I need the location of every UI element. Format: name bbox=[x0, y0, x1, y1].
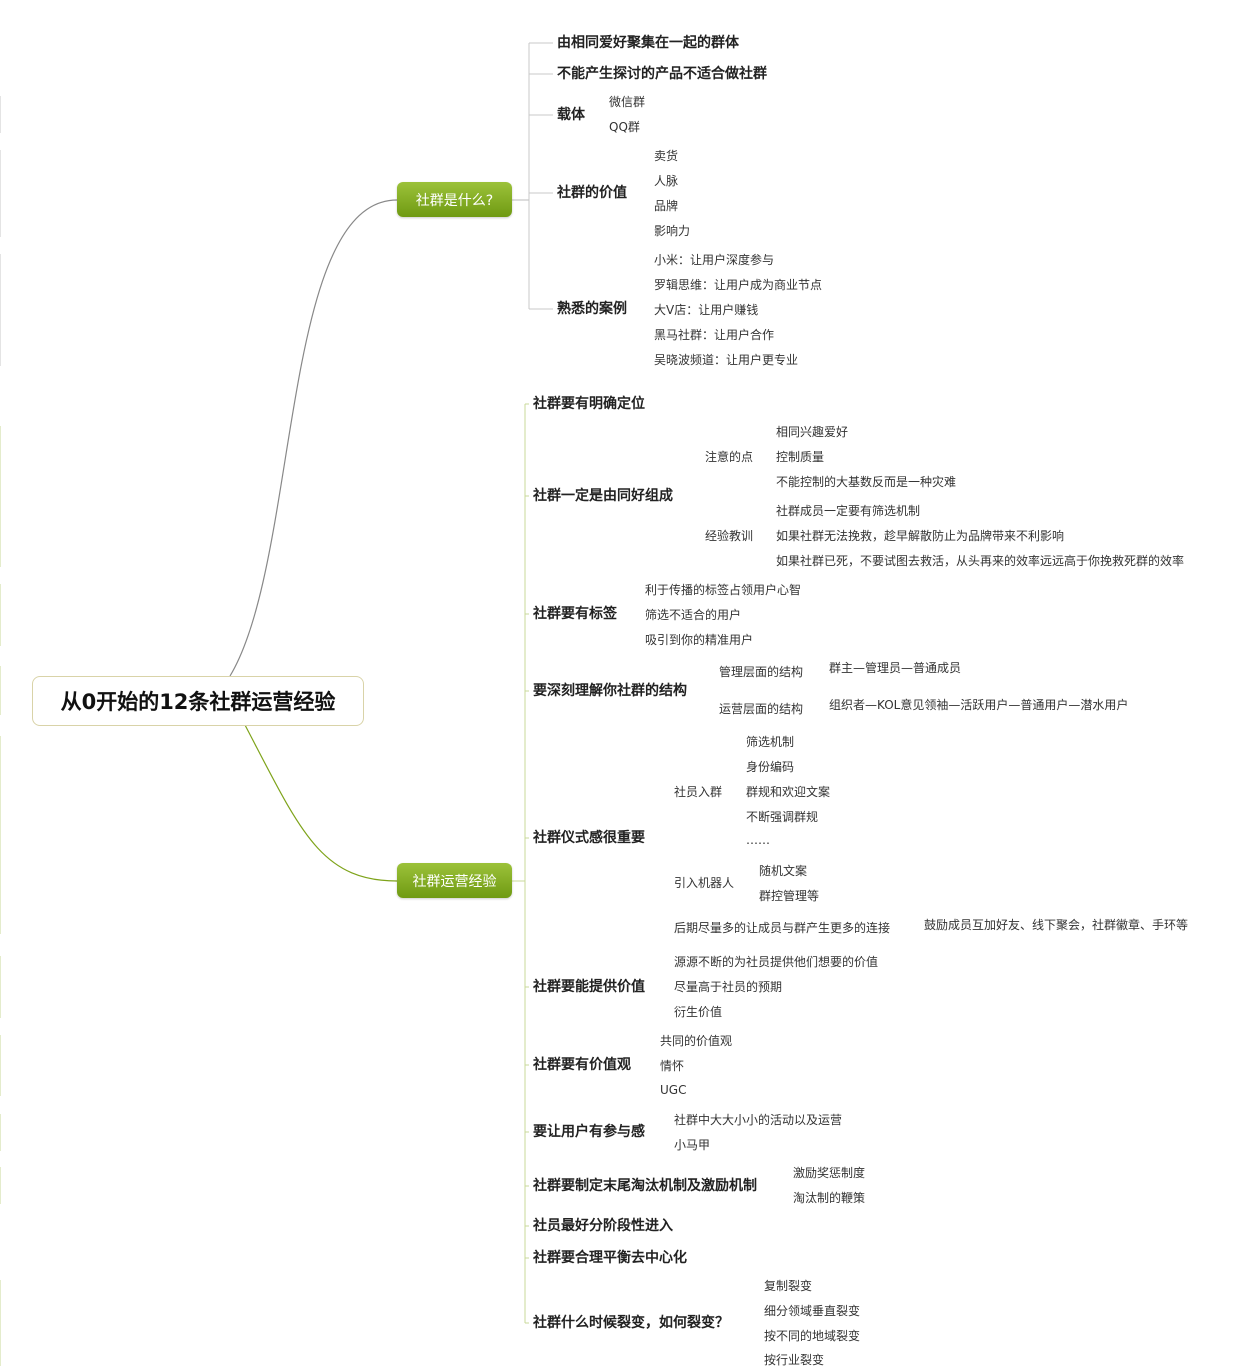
topic-node[interactable]: 要深刻理解你社群的结构 bbox=[533, 683, 687, 699]
subtopic-node[interactable]: 引入机器人 bbox=[674, 876, 735, 890]
subtopic-node[interactable]: 激励奖惩制度 bbox=[793, 1166, 866, 1180]
subtopic-node[interactable]: 复制裂变 bbox=[764, 1279, 813, 1293]
topic-node[interactable]: 要让用户有参与感 bbox=[533, 1124, 645, 1140]
topic-node[interactable]: 熟悉的案例 bbox=[557, 301, 627, 317]
subtopic-node[interactable]: 按不同的地域裂变 bbox=[764, 1329, 861, 1343]
subtopic-node[interactable]: 经验教训 bbox=[705, 529, 754, 543]
topic-node[interactable]: 社群要能提供价值 bbox=[533, 979, 645, 995]
topic-node[interactable]: 社群要合理平衡去中心化 bbox=[533, 1250, 687, 1266]
subtopic-node[interactable]: 鼓励成员互加好友、线下聚会，社群徽章、手环等 bbox=[924, 918, 1189, 932]
subtopic-node[interactable]: 群规和欢迎文案 bbox=[746, 785, 831, 799]
root-to-branch-1-line bbox=[229, 199, 398, 677]
subtopic-node[interactable]: 管理层面的结构 bbox=[719, 665, 804, 679]
topic-node[interactable]: 社群要有标签 bbox=[533, 606, 617, 622]
subtopic-node[interactable]: 吸引到你的精准用户 bbox=[645, 633, 754, 647]
subtopic-node[interactable]: 人脉 bbox=[654, 174, 679, 188]
topic-node[interactable]: 社群的价值 bbox=[557, 185, 627, 201]
subtopic-node[interactable]: 细分领域垂直裂变 bbox=[764, 1304, 861, 1318]
subtopic-node[interactable]: 社员入群 bbox=[674, 785, 723, 799]
subtopic-node[interactable]: 群主—管理员—普通成员 bbox=[829, 661, 962, 675]
subtopic-node[interactable]: 共同的价值观 bbox=[660, 1034, 733, 1048]
subtopic-node[interactable]: 大V店：让用户赚钱 bbox=[654, 303, 759, 317]
subtopic-node[interactable]: 如果社群无法挽救，趁早解散防止为品牌带来不利影响 bbox=[776, 529, 1065, 543]
subtopic-node[interactable]: 衍生价值 bbox=[674, 1005, 723, 1019]
topic-node[interactable]: 社员最好分阶段性进入 bbox=[533, 1218, 673, 1234]
subtopic-node[interactable]: 小米：让用户深度参与 bbox=[654, 253, 775, 267]
subtopic-node[interactable]: 注意的点 bbox=[705, 450, 754, 464]
subtopic-node[interactable]: 卖货 bbox=[654, 149, 679, 163]
subtopic-node[interactable]: 小马甲 bbox=[674, 1138, 711, 1152]
subtopic-node[interactable]: 情怀 bbox=[660, 1059, 685, 1073]
subtopic-node[interactable]: 品牌 bbox=[654, 199, 679, 213]
topic-node[interactable]: 社群要制定末尾淘汰机制及激励机制 bbox=[533, 1178, 757, 1194]
subtopic-node[interactable]: 影响力 bbox=[654, 224, 691, 238]
topic-node[interactable]: 社群要有价值观 bbox=[533, 1057, 631, 1073]
subtopic-node[interactable]: 如果社群已死，不要试图去救活，从头再来的效率远远高于你挽救死群的效率 bbox=[776, 554, 1185, 568]
subtopic-node[interactable]: 组织者—KOL意见领袖—活跃用户—普通用户—潜水用户 bbox=[829, 698, 1129, 712]
subtopic-node[interactable]: 随机文案 bbox=[759, 864, 808, 878]
subtopic-node[interactable]: 不能控制的大基数反而是一种灾难 bbox=[776, 475, 957, 489]
subtopic-node[interactable]: 筛选机制 bbox=[746, 735, 795, 749]
topic-node[interactable]: 载体 bbox=[557, 107, 585, 123]
root-topic[interactable]: 从0开始的12条社群运营经验 bbox=[32, 676, 364, 726]
subtopic-node[interactable]: 控制质量 bbox=[776, 450, 825, 464]
topic-node[interactable]: 社群什么时候裂变，如何裂变？ bbox=[533, 1315, 729, 1331]
subtopic-node[interactable]: 尽量高于社员的预期 bbox=[674, 980, 783, 994]
subtopic-node[interactable]: 筛选不适合的用户 bbox=[645, 608, 742, 622]
subtopic-node[interactable]: 吴晓波频道：让用户更专业 bbox=[654, 353, 799, 367]
subtopic-node[interactable]: 后期尽量多的让成员与群产生更多的连接 bbox=[674, 921, 891, 935]
subtopic-node[interactable]: 微信群 bbox=[609, 95, 646, 109]
subtopic-node[interactable]: 淘汰制的鞭策 bbox=[793, 1191, 866, 1205]
subtopic-node[interactable]: 不断强调群规 bbox=[746, 810, 819, 824]
subtopic-node[interactable]: 社群中大大小小的活动以及运营 bbox=[674, 1113, 843, 1127]
subtopic-node[interactable]: UGC bbox=[660, 1083, 687, 1097]
subtopic-node[interactable]: …… bbox=[746, 833, 770, 847]
root-to-branch-2-line bbox=[244, 724, 398, 882]
topic-node[interactable]: 不能产生探讨的产品不适合做社群 bbox=[557, 66, 767, 82]
subtopic-node[interactable]: 身份编码 bbox=[746, 760, 795, 774]
topic-node[interactable]: 社群要有明确定位 bbox=[533, 396, 645, 412]
subtopic-node[interactable]: 罗辑思维：让用户成为商业节点 bbox=[654, 278, 823, 292]
subtopic-node[interactable]: 运营层面的结构 bbox=[719, 702, 804, 716]
subtopic-node[interactable]: 按行业裂变 bbox=[764, 1353, 825, 1367]
branch-what-is-community[interactable]: 社群是什么? bbox=[397, 182, 512, 217]
subtopic-node[interactable]: 源源不断的为社员提供他们想要的价值 bbox=[674, 955, 879, 969]
subtopic-node[interactable]: 黑马社群：让用户合作 bbox=[654, 328, 775, 342]
topic-node[interactable]: 社群一定是由同好组成 bbox=[533, 488, 673, 504]
subtopic-node[interactable]: 社群成员一定要有筛选机制 bbox=[776, 504, 921, 518]
topic-node[interactable]: 由相同爱好聚集在一起的群体 bbox=[557, 35, 739, 51]
subtopic-node[interactable]: 相同兴趣爱好 bbox=[776, 425, 849, 439]
subtopic-node[interactable]: 利于传播的标签占领用户心智 bbox=[645, 583, 802, 597]
subtopic-node[interactable]: QQ群 bbox=[609, 120, 640, 134]
topic-node[interactable]: 社群仪式感很重要 bbox=[533, 830, 645, 846]
branch-operation-experience[interactable]: 社群运营经验 bbox=[397, 863, 512, 898]
subtopic-node[interactable]: 群控管理等 bbox=[759, 889, 820, 903]
